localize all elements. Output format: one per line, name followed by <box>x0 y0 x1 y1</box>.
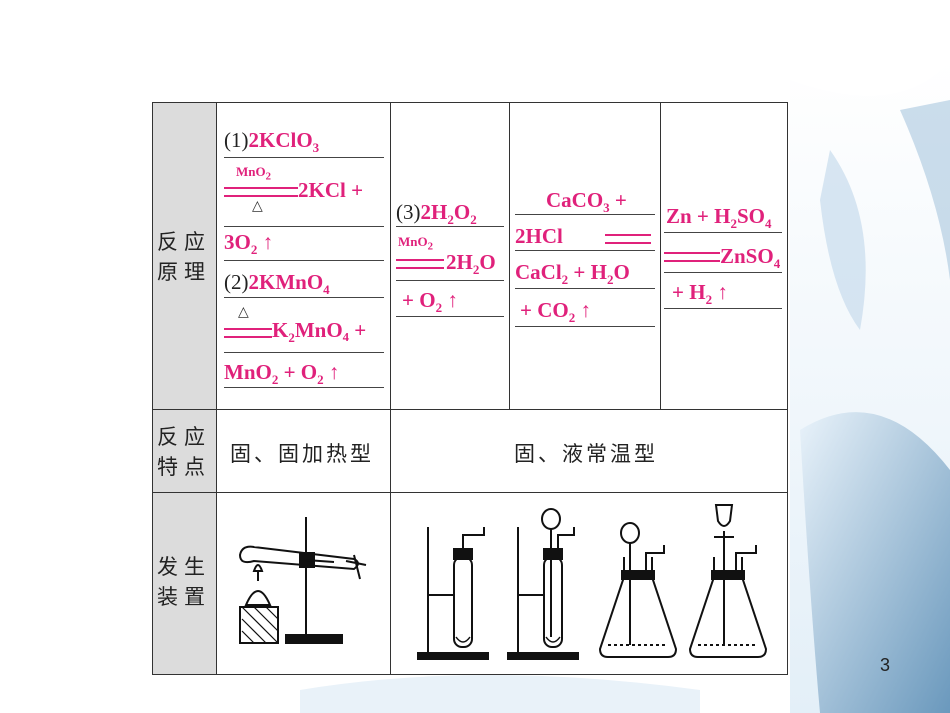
row-header-feature-text: 反应特点 <box>157 425 211 479</box>
reaction-1-products: 2KCl + <box>298 178 364 202</box>
row-header-principle: 反应原理 <box>152 212 216 302</box>
reaction-4-line-3: CaCl2 + H2O <box>515 260 630 288</box>
oxygen-hydrogen-preparation-table: 反应原理 反应特点 发生装置 (1)2KClO3 MnO2 △ 2KCl + 3… <box>152 102 788 675</box>
reaction-1-catalyst: MnO2 <box>236 164 272 183</box>
reaction-1-label: (1) <box>224 128 249 152</box>
reaction-2-reactant: 2KMnO <box>248 270 324 294</box>
reaction-5-equals <box>664 252 720 262</box>
row-header-apparatus-text: 发生装置 <box>157 555 211 609</box>
reaction-4-line-4: + CO2 ↑ <box>520 298 591 326</box>
row-header-feature: 反应特点 <box>152 412 216 492</box>
reaction-3-label: (3) <box>396 200 421 224</box>
row-header-apparatus: 发生装置 <box>152 542 216 622</box>
reaction-4-line-1: CaCO3 + <box>546 188 627 216</box>
heat-symbol: △ <box>238 304 249 320</box>
page-number: 3 <box>880 655 891 675</box>
reaction-5-line-3: + H2 ↑ <box>672 280 728 308</box>
reaction-5-line-2: ZnSO4 <box>720 244 781 272</box>
reaction-2-products: K2MnO₄ + <box>272 318 367 346</box>
row-header-principle-text: 反应原理 <box>157 230 211 284</box>
heat-symbol: △ <box>252 198 263 214</box>
reaction-3-products: 2H2O <box>446 250 496 278</box>
reaction-2-label: (2) <box>224 270 249 294</box>
feature-solid-liquid: 固、液常温型 <box>514 442 658 466</box>
reaction-3-oxygen: + O2 ↑ <box>402 288 458 316</box>
reaction-2: (2)2KMnO4 <box>224 270 330 298</box>
reaction-1-equals <box>224 187 298 197</box>
reaction-3-reactant: 2H <box>420 200 448 224</box>
reaction-3-equals <box>396 259 444 269</box>
reaction-2-equals <box>224 328 272 338</box>
reaction-3-catalyst: MnO2 <box>398 234 434 253</box>
reaction-1: (1)2KClO3 <box>224 128 320 156</box>
reaction-5-line-1: Zn + H2SO4 <box>666 204 772 232</box>
header-column-bg <box>152 102 216 675</box>
reaction-1-reactant: 2KClO <box>248 128 313 152</box>
reaction-3: (3)2H2O2 <box>396 200 477 228</box>
solid-liquid-apparatus-image <box>417 504 768 660</box>
solid-heating-apparatus-image <box>238 517 367 644</box>
reaction-4-line-2: 2HCl <box>515 224 563 248</box>
reaction-1-oxygen: 3O2 ↑ <box>224 230 274 258</box>
feature-solid-heat: 固、固加热型 <box>230 442 374 466</box>
reaction-2-byproducts: MnO2 + O2 ↑ <box>224 360 340 388</box>
reaction-4-equals <box>605 234 651 244</box>
